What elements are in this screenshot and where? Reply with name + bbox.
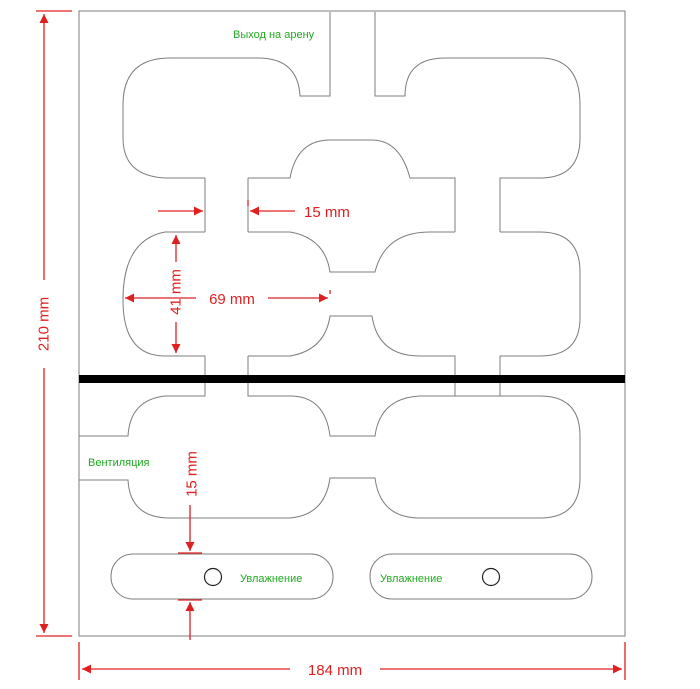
chamber-height-text: 41 mm [168,269,185,315]
chamber-top-left [122,12,331,232]
humidification-label-right: Увлажнение [380,573,442,585]
ventilation-label: Вентиляция [88,457,150,469]
humidifier-pad-left [110,553,334,600]
chamber-middle-left [122,231,455,378]
humidifier-pad-right [369,553,593,600]
width-dimension-text: 184 mm [308,662,362,679]
chamber-lower-left [79,383,581,519]
height-dimension-text: 210 mm [36,297,53,351]
humidifier-hole-right [481,567,501,587]
humidifier-hole-left [203,567,223,587]
chamber-top-right [374,12,581,232]
gap-dimension-text: 15 mm [184,451,201,497]
arena-exit-label: Выход на арену [233,29,315,41]
passage-dimension-text: 15 mm [304,204,350,221]
divider-bar [79,375,625,383]
board-outline [78,10,626,637]
humidification-label-left: Увлажнение [240,573,302,585]
chamber-length-text: 69 mm [209,291,255,308]
chamber-middle-right [247,231,581,378]
